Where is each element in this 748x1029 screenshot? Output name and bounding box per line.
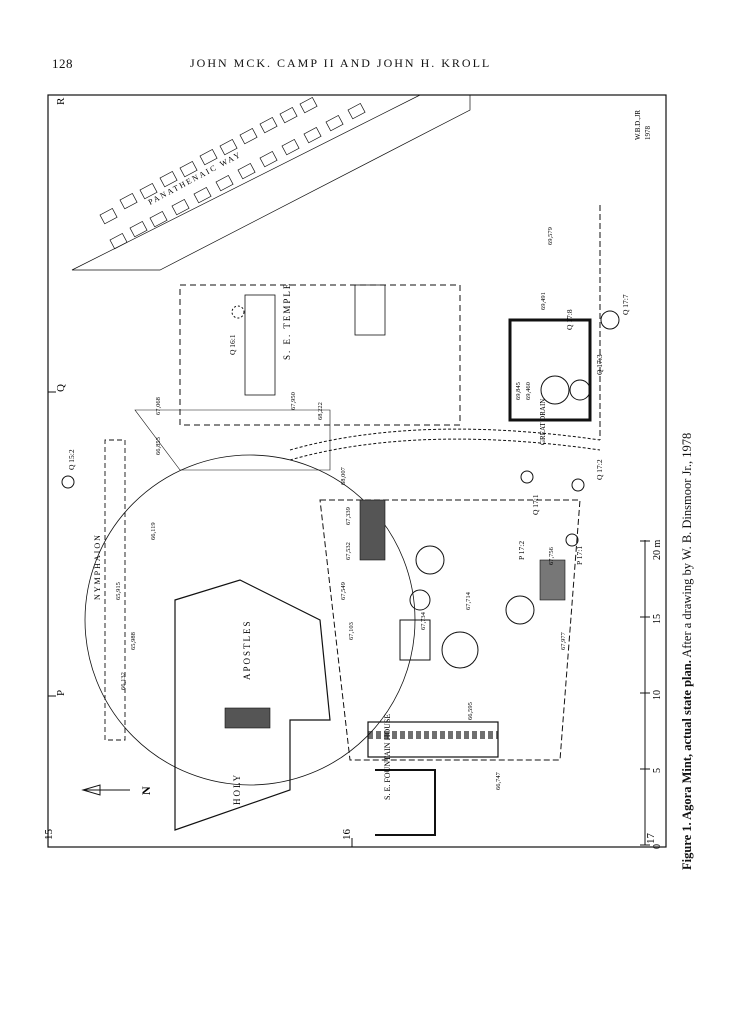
grid-letter-r: R xyxy=(55,97,67,105)
inv-67068: 67,068 xyxy=(155,397,162,415)
inventory-labels: 69,579 69,491 69,845 69,460 67,068 67,95… xyxy=(115,227,567,790)
mint-area-outline xyxy=(319,499,581,761)
label-holy: HOLY xyxy=(232,773,242,805)
grid-letter-q: Q xyxy=(55,384,67,392)
room-q17 xyxy=(508,318,592,422)
grid-point-q17-2: Q 17:2 xyxy=(595,459,604,480)
grid-number-15: 15 xyxy=(43,829,55,841)
panathenaic-way-paving xyxy=(71,94,471,271)
grid-point-q15-2: Q 15:2 xyxy=(67,449,76,470)
inv-66132: 66,132 xyxy=(120,672,127,690)
inv-65915: 65,915 xyxy=(115,582,122,600)
nymphaion-outline xyxy=(104,439,126,741)
inv-67734: 67,734 xyxy=(420,611,427,630)
grid-point-q16-1: Q 16:1 xyxy=(228,334,237,355)
scale-0: 0 xyxy=(652,844,663,849)
signature-name: W.B.D.,JR xyxy=(634,110,642,140)
se-fountain-house xyxy=(375,769,436,836)
inv-69845: 69,845 xyxy=(515,382,522,400)
inv-67977: 67,977 xyxy=(560,631,567,650)
grid-letter-p: P xyxy=(55,690,67,696)
grid-point-q17-7: Q 17:7 xyxy=(621,294,630,315)
page-header: 128 JOHN MCK. CAMP II AND JOHN H. KROLL xyxy=(0,56,748,76)
inv-66595: 66,595 xyxy=(467,702,474,720)
inv-67756: 67,756 xyxy=(548,546,555,565)
inv-69491: 69,491 xyxy=(540,292,547,310)
grid-point-q17-1: Q 17:1 xyxy=(531,494,540,515)
label-panathenaic-way: PANATHENAIC WAY xyxy=(147,150,244,207)
scale-5: 5 xyxy=(652,768,663,773)
inv-65988: 65,988 xyxy=(130,632,137,650)
grid-point-p17-1: P 17:1 xyxy=(575,546,584,565)
north-label: N xyxy=(139,786,153,795)
label-se-fountain-house: S. E. FOUNTAIN HOUSE xyxy=(383,714,392,800)
holy-apostles-church xyxy=(174,579,331,831)
label-great-drain: GREAT DRAIN xyxy=(539,399,547,445)
inv-66119: 66,119 xyxy=(150,522,157,540)
grid-point-p17-2: P 17:2 xyxy=(517,541,526,560)
inv-67103: 67,103 xyxy=(348,622,355,640)
page-number: 128 xyxy=(52,56,73,71)
scale-bar: 0 5 10 15 20 m xyxy=(640,540,663,849)
scale-10: 10 xyxy=(652,690,663,700)
signature-year: 1978 xyxy=(644,126,652,141)
caption-text: After a drawing by W. B. Dinsmoor Jr., 1… xyxy=(680,432,694,661)
plan-frame xyxy=(47,94,667,848)
inv-67714: 67,714 xyxy=(465,591,472,610)
label-se-temple: S. E. TEMPLE xyxy=(282,282,292,360)
grid-number-16: 16 xyxy=(341,829,353,841)
inv-68222: 68,222 xyxy=(317,402,324,420)
inv-67549: 67,549 xyxy=(340,582,347,600)
figure-caption: Figure 1. Agora Mint, actual state plan.… xyxy=(680,270,700,870)
north-arrow: N xyxy=(81,784,153,796)
se-temple-outline xyxy=(179,284,461,426)
inv-69579: 69,579 xyxy=(547,227,554,245)
label-nymphaion: NYMPHAION xyxy=(93,533,102,600)
scale-15: 15 xyxy=(652,614,663,624)
label-apostles: APOSTLES xyxy=(242,619,252,680)
running-head: JOHN MCK. CAMP II AND JOHN H. KROLL xyxy=(190,56,492,70)
inv-67339: 67,339 xyxy=(345,507,352,525)
great-drain xyxy=(289,428,601,451)
grid-point-q17-8: Q 17:8 xyxy=(565,309,574,330)
caption-label: Figure 1. Agora Mint, actual state plan. xyxy=(680,660,694,870)
scale-20m: 20 m xyxy=(652,540,663,561)
inv-69460: 69,460 xyxy=(525,382,532,400)
grid-point-q17-3: Q 17:3 xyxy=(595,354,604,375)
inv-67532: 67,532 xyxy=(345,542,352,560)
inv-66853: 66,853 xyxy=(155,437,162,455)
grid-points: Q 15:2 Q 16:1 Q 17:1 Q 17:2 Q 17:3 Q 17:… xyxy=(61,294,630,565)
inv-66747: 66,747 xyxy=(495,771,502,790)
inv-68007: 68,007 xyxy=(340,466,347,485)
grid-number-17: 17 xyxy=(645,833,657,845)
inv-67950: 67,950 xyxy=(290,392,297,410)
